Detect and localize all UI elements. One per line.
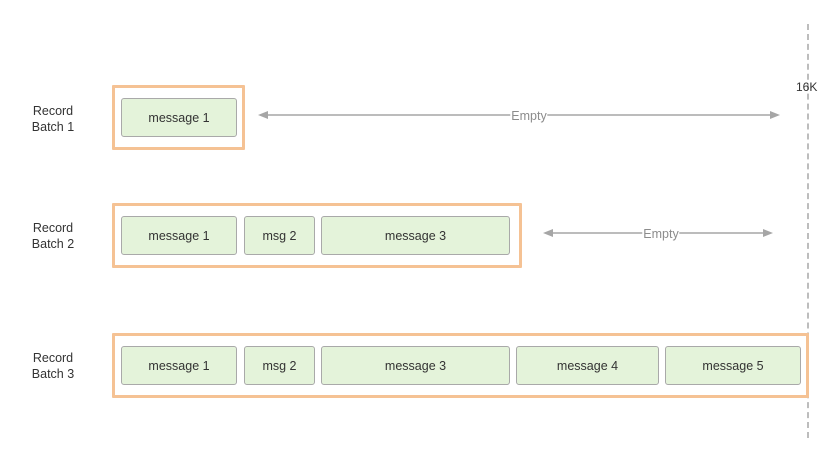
batch-1-empty-label: Empty (510, 109, 548, 123)
batch-2-label-line-2: Batch 2 (31, 237, 75, 251)
size-limit-label: 16K (796, 80, 818, 94)
batch-3-label: Record Batch 3 (18, 350, 88, 382)
batch-1-label-line-1: Record (32, 104, 74, 118)
batch-2-message-1: message 1 (121, 216, 237, 255)
batch-3-frame (112, 333, 809, 398)
batch-2-label: Record Batch 2 (18, 220, 88, 252)
batch-3-message-4: message 4 (516, 346, 659, 385)
batch-1-frame (112, 85, 245, 150)
size-limit-line (807, 24, 809, 438)
batch-3-label-line-2: Batch 3 (31, 367, 75, 381)
batch-1-label-line-2: Batch 1 (31, 120, 75, 134)
batch-3-message-3: message 3 (321, 346, 510, 385)
batch-2-frame (112, 203, 522, 268)
batch-3-message-1: message 1 (121, 346, 237, 385)
batch-2-message-3: message 3 (321, 216, 510, 255)
batch-1-label: Record Batch 1 (18, 103, 88, 135)
batch-2-message-2: msg 2 (244, 216, 315, 255)
batch-3-message-2: msg 2 (244, 346, 315, 385)
batch-3-label-line-1: Record (32, 351, 74, 365)
batch-2-label-line-1: Record (32, 221, 74, 235)
batch-3-message-5: message 5 (665, 346, 801, 385)
batch-1-message-1: message 1 (121, 98, 237, 137)
batch-2-empty-label: Empty (642, 227, 680, 241)
